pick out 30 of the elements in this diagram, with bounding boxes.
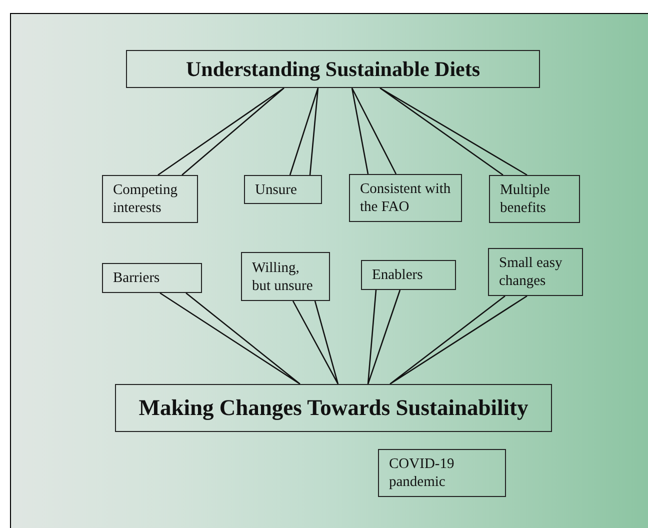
callout-text: Barriers bbox=[113, 269, 160, 287]
callout-pointer bbox=[159, 292, 301, 385]
callout-pointer bbox=[379, 87, 528, 176]
callout-text: COVID-19 pandemic bbox=[389, 455, 456, 491]
callout-box bbox=[102, 263, 202, 293]
callout-text: Willing, but unsure bbox=[252, 258, 314, 294]
heading-box bbox=[126, 50, 540, 88]
callout-text: Consistent with the FAO bbox=[360, 180, 451, 216]
callout-box bbox=[244, 175, 322, 204]
callout-pointer bbox=[292, 300, 339, 385]
callout-text: Enablers bbox=[372, 266, 423, 284]
callout-pointer bbox=[157, 87, 285, 176]
callout-box bbox=[361, 260, 456, 290]
callout-text: Competing interests bbox=[113, 181, 178, 217]
callout-text: Small easy changes bbox=[499, 254, 564, 290]
callout-text: Multiple benefits bbox=[500, 181, 551, 217]
callout-pointer bbox=[389, 295, 528, 385]
callout-text: Unsure bbox=[255, 180, 297, 198]
callout-pointer bbox=[367, 289, 401, 385]
heading-text: Making Changes Towards Sustainability bbox=[138, 395, 528, 421]
callout-box bbox=[488, 248, 583, 296]
heading-text: Understanding Sustainable Diets bbox=[186, 56, 480, 82]
callout-box bbox=[102, 175, 198, 223]
callout-box bbox=[241, 252, 330, 301]
callout-pointer bbox=[351, 87, 397, 175]
callout-box bbox=[349, 174, 462, 222]
heading-box bbox=[115, 384, 552, 432]
callout-box bbox=[378, 449, 506, 497]
callout-pointer bbox=[289, 87, 319, 176]
callout-box bbox=[489, 175, 580, 223]
